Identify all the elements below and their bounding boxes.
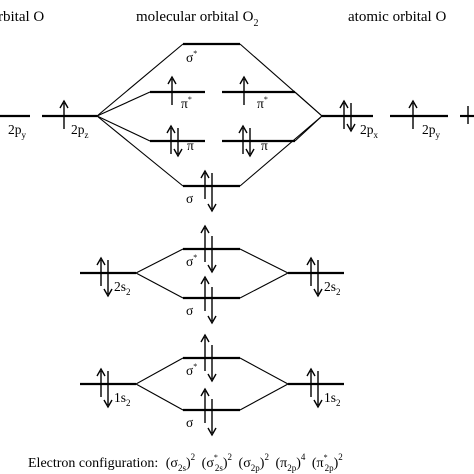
orbital-2s-right: 2s2 — [288, 256, 344, 298]
title-right: atomic orbital O — [348, 9, 446, 25]
label-2pz-left: 2pz — [71, 122, 89, 140]
mo-pi-star-2p-left: π* — [150, 75, 205, 111]
mo-sigma-2p: σ — [183, 169, 240, 213]
label-pi-star-left: π* — [181, 95, 192, 111]
electron-down-arrow — [207, 236, 217, 274]
label-sigma-star-1s: σ* — [186, 362, 197, 378]
label-sigma-2p: σ — [186, 191, 194, 206]
mo-pi-star-2p-right: π* — [222, 75, 295, 111]
mo-pi-2p-right: π — [222, 124, 295, 158]
electron-down-arrow — [207, 287, 217, 325]
label-2s-right: 2s2 — [324, 279, 341, 297]
mo-pi-2p-left: π — [150, 124, 205, 158]
electron-up-arrow — [408, 99, 418, 129]
mo-sigma-1s: σ — [183, 387, 240, 437]
label-sigma-star-2p: σ* — [186, 49, 197, 65]
orbital-2py-right: 2py — [390, 99, 448, 140]
electron-up-arrow — [96, 256, 106, 286]
label-2py-left: 2py — [8, 122, 27, 140]
config-prefix: Electron configuration: — [28, 456, 158, 471]
electron-down-arrow — [103, 260, 113, 298]
electron-up-arrow — [239, 75, 249, 105]
mo-sigma-star-1s: σ* — [183, 333, 240, 383]
label-pi-right: π — [261, 138, 268, 153]
electron-down-arrow — [207, 399, 217, 437]
title-center: molecular orbital O2 — [136, 9, 258, 29]
electron-up-arrow — [306, 256, 316, 286]
electron-down-arrow — [103, 371, 113, 409]
electron-up-arrow — [167, 75, 177, 105]
label-pi-star-right: π* — [257, 95, 268, 111]
2s-connection-lines — [135, 248, 289, 299]
1s-connection-lines — [135, 357, 289, 411]
orbital-2p-right-partial — [460, 106, 474, 124]
electron-up-arrow — [96, 367, 106, 397]
orbital-1s-right: 1s2 — [288, 367, 344, 409]
electron-down-arrow — [245, 128, 255, 158]
electron-configuration: Electron configuration: (σ2s)2 (σ*2s)2 (… — [28, 449, 343, 473]
electron-up-arrow — [200, 333, 210, 371]
orbital-2s-left: 2s2 — [80, 256, 136, 298]
label-sigma-2s: σ — [186, 303, 194, 318]
electron-up-arrow — [200, 169, 210, 199]
label-2px-right: 2px — [360, 122, 379, 140]
label-2py-right: 2py — [422, 122, 441, 140]
label-1s-left: 1s2 — [114, 390, 131, 408]
label-sigma-star-2s: σ* — [186, 253, 197, 269]
label-1s-right: 1s2 — [324, 390, 341, 408]
electron-up-arrow — [59, 99, 69, 129]
label-sigma-1s: σ — [186, 415, 194, 430]
electron-up-arrow — [339, 99, 349, 129]
electron-down-arrow — [313, 371, 323, 409]
orbital-2pz-left: 2pz — [42, 99, 97, 140]
electron-down-arrow — [207, 173, 217, 213]
mo-sigma-2s: σ — [183, 275, 240, 325]
electron-down-arrow — [313, 260, 323, 298]
electron-up-arrow — [200, 224, 210, 262]
electron-down-arrow — [173, 128, 183, 158]
electron-down-arrow — [207, 345, 217, 383]
electron-down-arrow — [346, 103, 356, 133]
label-pi-left: π — [187, 138, 194, 153]
mo-sigma-star-2p: σ* — [183, 42, 240, 65]
electron-up-arrow — [238, 124, 248, 154]
orbital-2py-left: 2py — [0, 114, 30, 140]
electron-up-arrow — [200, 275, 210, 311]
electron-up-arrow — [166, 124, 176, 154]
label-2s-left: 2s2 — [114, 279, 131, 297]
2p-connection-lines — [96, 43, 323, 187]
electron-up-arrow — [306, 367, 316, 397]
electron-up-arrow — [200, 387, 210, 423]
mo-sigma-star-2s: σ* — [183, 224, 240, 274]
orbital-1s-left: 1s2 — [80, 367, 136, 409]
orbital-2px-right: 2px — [322, 99, 379, 140]
title-left: rbital O — [0, 9, 44, 25]
